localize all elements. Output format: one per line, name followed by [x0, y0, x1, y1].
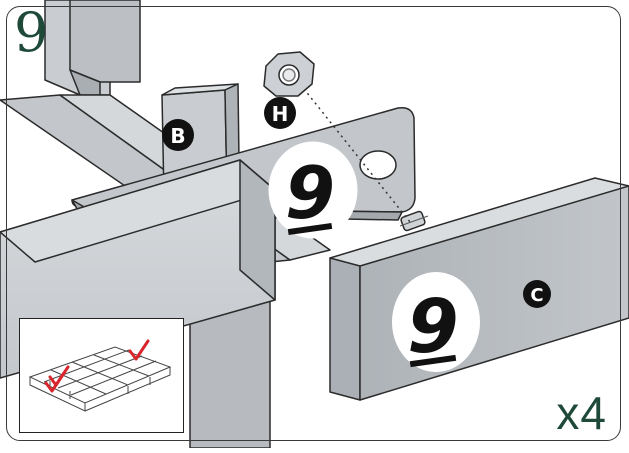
step-badge-lower: 9	[392, 272, 480, 372]
callout-b: B	[162, 119, 194, 151]
callout-h-label: H	[272, 102, 289, 126]
check-mark-icon	[128, 339, 150, 361]
plate-hole	[359, 150, 397, 180]
callout-c: C	[523, 280, 551, 308]
inset-overview	[19, 318, 184, 433]
callout-b-label: B	[170, 124, 185, 148]
upper-bracket	[44, 0, 141, 96]
step-number: 9	[14, 1, 49, 64]
bolt	[399, 210, 429, 232]
check-mark-icon	[44, 365, 70, 393]
callout-h: H	[264, 97, 296, 129]
callout-c-label: C	[530, 285, 543, 306]
step-badge-upper-digit: 9	[285, 151, 335, 235]
bed-frame-icon	[28, 339, 172, 412]
step-badge-upper: 9	[268, 141, 358, 239]
quantity-label: x4	[556, 387, 607, 439]
nut-h	[263, 51, 315, 97]
